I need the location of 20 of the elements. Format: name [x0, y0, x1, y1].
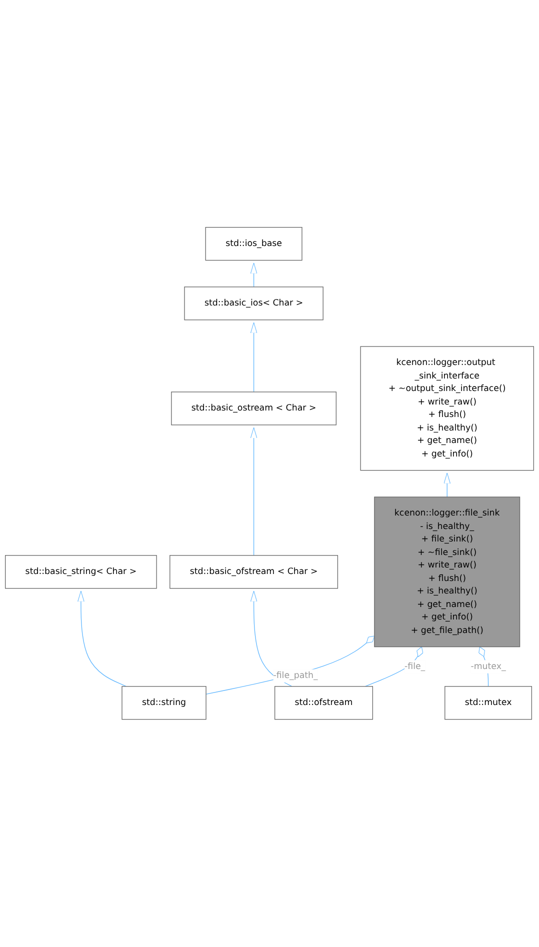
node-box: std::ofstream [274, 686, 373, 720]
node-box: std::basic_string< Char > [5, 555, 157, 589]
node-box: kcenon::logger::file_sink - is_healthy_ + file_sink() + ~file_sink() + write_raw() + flush() + is_healthy() + get_name() + get_info() + get_file_path() [374, 496, 520, 648]
node-box: std::string [122, 686, 206, 720]
arrow [250, 262, 258, 288]
node-box: std::ios_base [205, 227, 302, 261]
edge-label: -file_ [404, 662, 426, 672]
arrow [250, 322, 258, 392]
connector [364, 646, 424, 687]
node-box: std::basic_ostream < Char > [171, 392, 336, 426]
arrow [444, 472, 451, 498]
arrow [250, 427, 258, 556]
node-box: std::basic_ofstream < Char > [170, 555, 338, 589]
connector [206, 636, 375, 695]
node-box: kcenon::logger::output _sink_interface + ~output_sink_interface() + write_raw() + flush() + is_healthy() + get_name() + get_info() [360, 346, 534, 471]
arrow [77, 590, 127, 687]
edge-label: -mutex_ [470, 662, 506, 672]
edge-label: -file_path_ [273, 670, 318, 681]
node-box: std::basic_ios< Char > [184, 286, 324, 320]
node-box: std::mutex [444, 686, 532, 720]
